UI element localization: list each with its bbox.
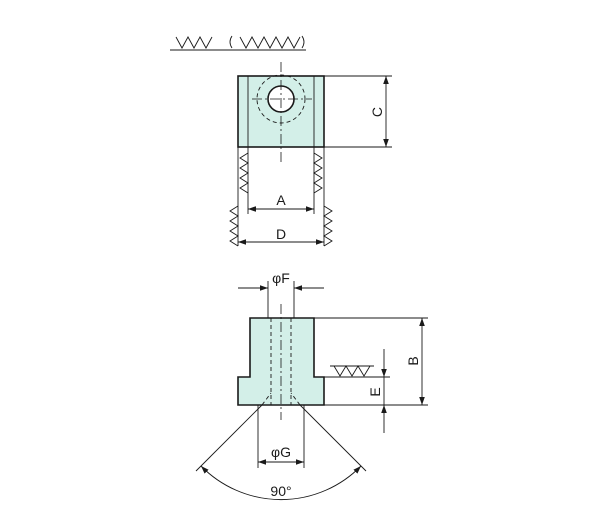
finish-mark-slot-right bbox=[313, 152, 323, 194]
finish-mark-outer-right bbox=[323, 205, 333, 247]
dim-d-label: D bbox=[276, 226, 286, 242]
front-view: φF B E φG 90° bbox=[195, 270, 428, 500]
angle-extension-right bbox=[299, 404, 367, 472]
top-view: C A D bbox=[229, 62, 392, 247]
finish-paren-right bbox=[301, 35, 305, 49]
dim-f-label: φF bbox=[272, 270, 290, 286]
finish-paren-symbol bbox=[239, 36, 301, 49]
surface-finish-header: ▽▽ ( ▽▽▽ ) bbox=[170, 35, 306, 51]
angle-extension-left bbox=[195, 404, 263, 472]
dim-b-label: B bbox=[405, 356, 421, 365]
finish-mark-slot-left bbox=[239, 152, 249, 194]
angle-label: 90° bbox=[270, 483, 291, 499]
angle-arc bbox=[200, 465, 362, 500]
countersink-hidden-left bbox=[261, 392, 272, 406]
dim-c-label: C bbox=[369, 107, 385, 117]
countersink-hidden-right bbox=[290, 392, 301, 406]
dim-a-label: A bbox=[276, 192, 286, 208]
dim-e-label: E bbox=[367, 387, 383, 396]
dim-g-label: φG bbox=[271, 444, 291, 460]
finish-mark-outer-left bbox=[229, 205, 239, 247]
finish-mark-flange bbox=[333, 365, 371, 377]
finish-main-symbol bbox=[175, 36, 213, 49]
finish-paren-left bbox=[229, 35, 233, 49]
